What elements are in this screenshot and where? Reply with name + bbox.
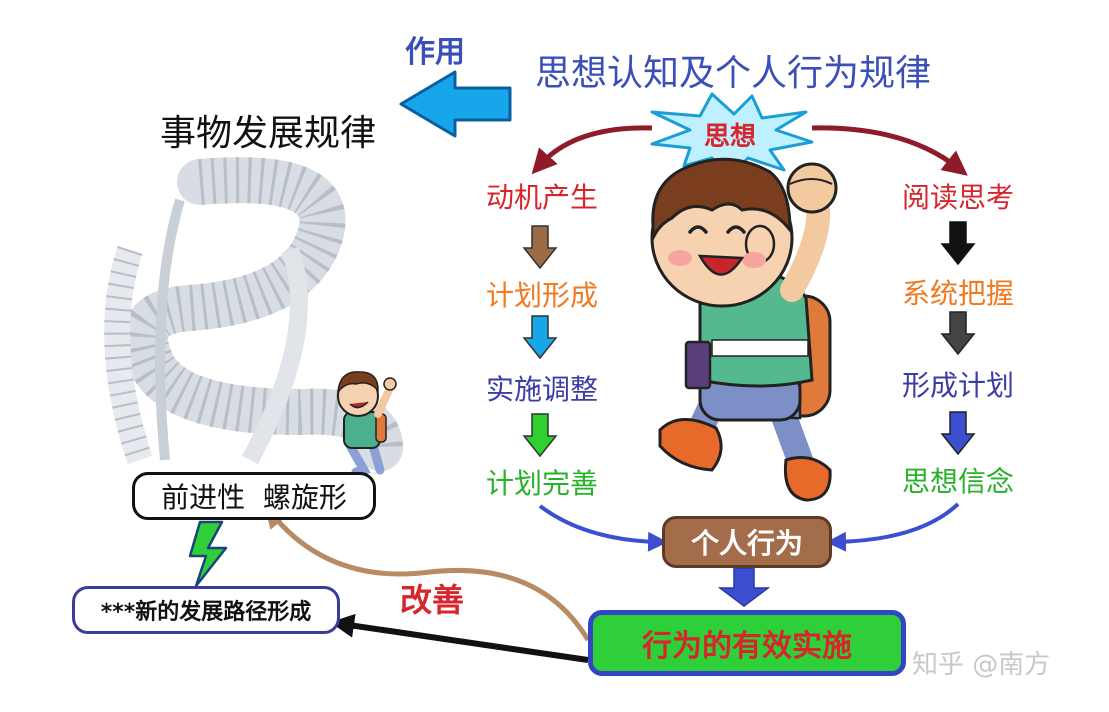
down-arrow-blue <box>940 411 976 456</box>
right-step-4: 思想信念 <box>902 465 1015 498</box>
left-step-3: 实施调整 <box>486 373 599 406</box>
starburst-icon <box>650 92 814 180</box>
action-label: 作用 <box>405 35 465 70</box>
improve-label: 改善 <box>400 581 465 619</box>
lightning-icon <box>188 520 228 588</box>
curve-arrow-into-behavior-left <box>538 504 668 552</box>
behavior-box: 个人行为 <box>662 516 832 568</box>
new-path-label: ***新的发展路径形成 <box>100 600 312 625</box>
new-path-box: ***新的发展路径形成 <box>72 586 340 634</box>
small-boy-icon <box>337 371 397 477</box>
improve-curve-arrow <box>264 505 591 642</box>
down-arrow-green <box>522 413 558 458</box>
right-step-3: 形成计划 <box>902 369 1015 402</box>
core-thought-label: 思想 <box>704 122 757 152</box>
down-arrow-sky <box>522 315 558 360</box>
big-left-arrow-icon <box>399 70 512 138</box>
progress-label: 前进性 螺旋形 <box>161 481 347 514</box>
watermark: 知乎 @南方 <box>912 650 1051 680</box>
cartoon-boy-icon <box>650 157 838 502</box>
progress-box: 前进性 螺旋形 <box>132 472 376 520</box>
diagram-title: 思想认知及个人行为规律 <box>535 53 932 94</box>
effective-box: 行为的有效实施 <box>588 610 906 676</box>
behavior-label: 个人行为 <box>690 527 803 560</box>
left-title: 事物发展规律 <box>160 113 377 154</box>
down-arrow-brown <box>522 225 558 270</box>
curve-arrow-into-behavior-right <box>826 502 960 552</box>
curve-arrow-left <box>531 125 653 175</box>
down-arrow-darkgray <box>940 311 976 356</box>
spiral-staircase-icon <box>104 157 403 471</box>
right-step-1: 阅读思考 <box>902 181 1015 214</box>
down-arrow-to-effective <box>717 567 771 607</box>
effective-label: 行为的有效实施 <box>642 629 852 664</box>
curve-arrow-right <box>811 125 968 176</box>
right-step-2: 系统把握 <box>902 277 1015 310</box>
to-new-path-arrow <box>330 613 589 663</box>
left-step-4: 计划完善 <box>486 467 599 500</box>
left-step-1: 动机产生 <box>486 181 599 214</box>
left-step-2: 计划形成 <box>486 279 599 312</box>
down-arrow-black <box>940 221 976 266</box>
